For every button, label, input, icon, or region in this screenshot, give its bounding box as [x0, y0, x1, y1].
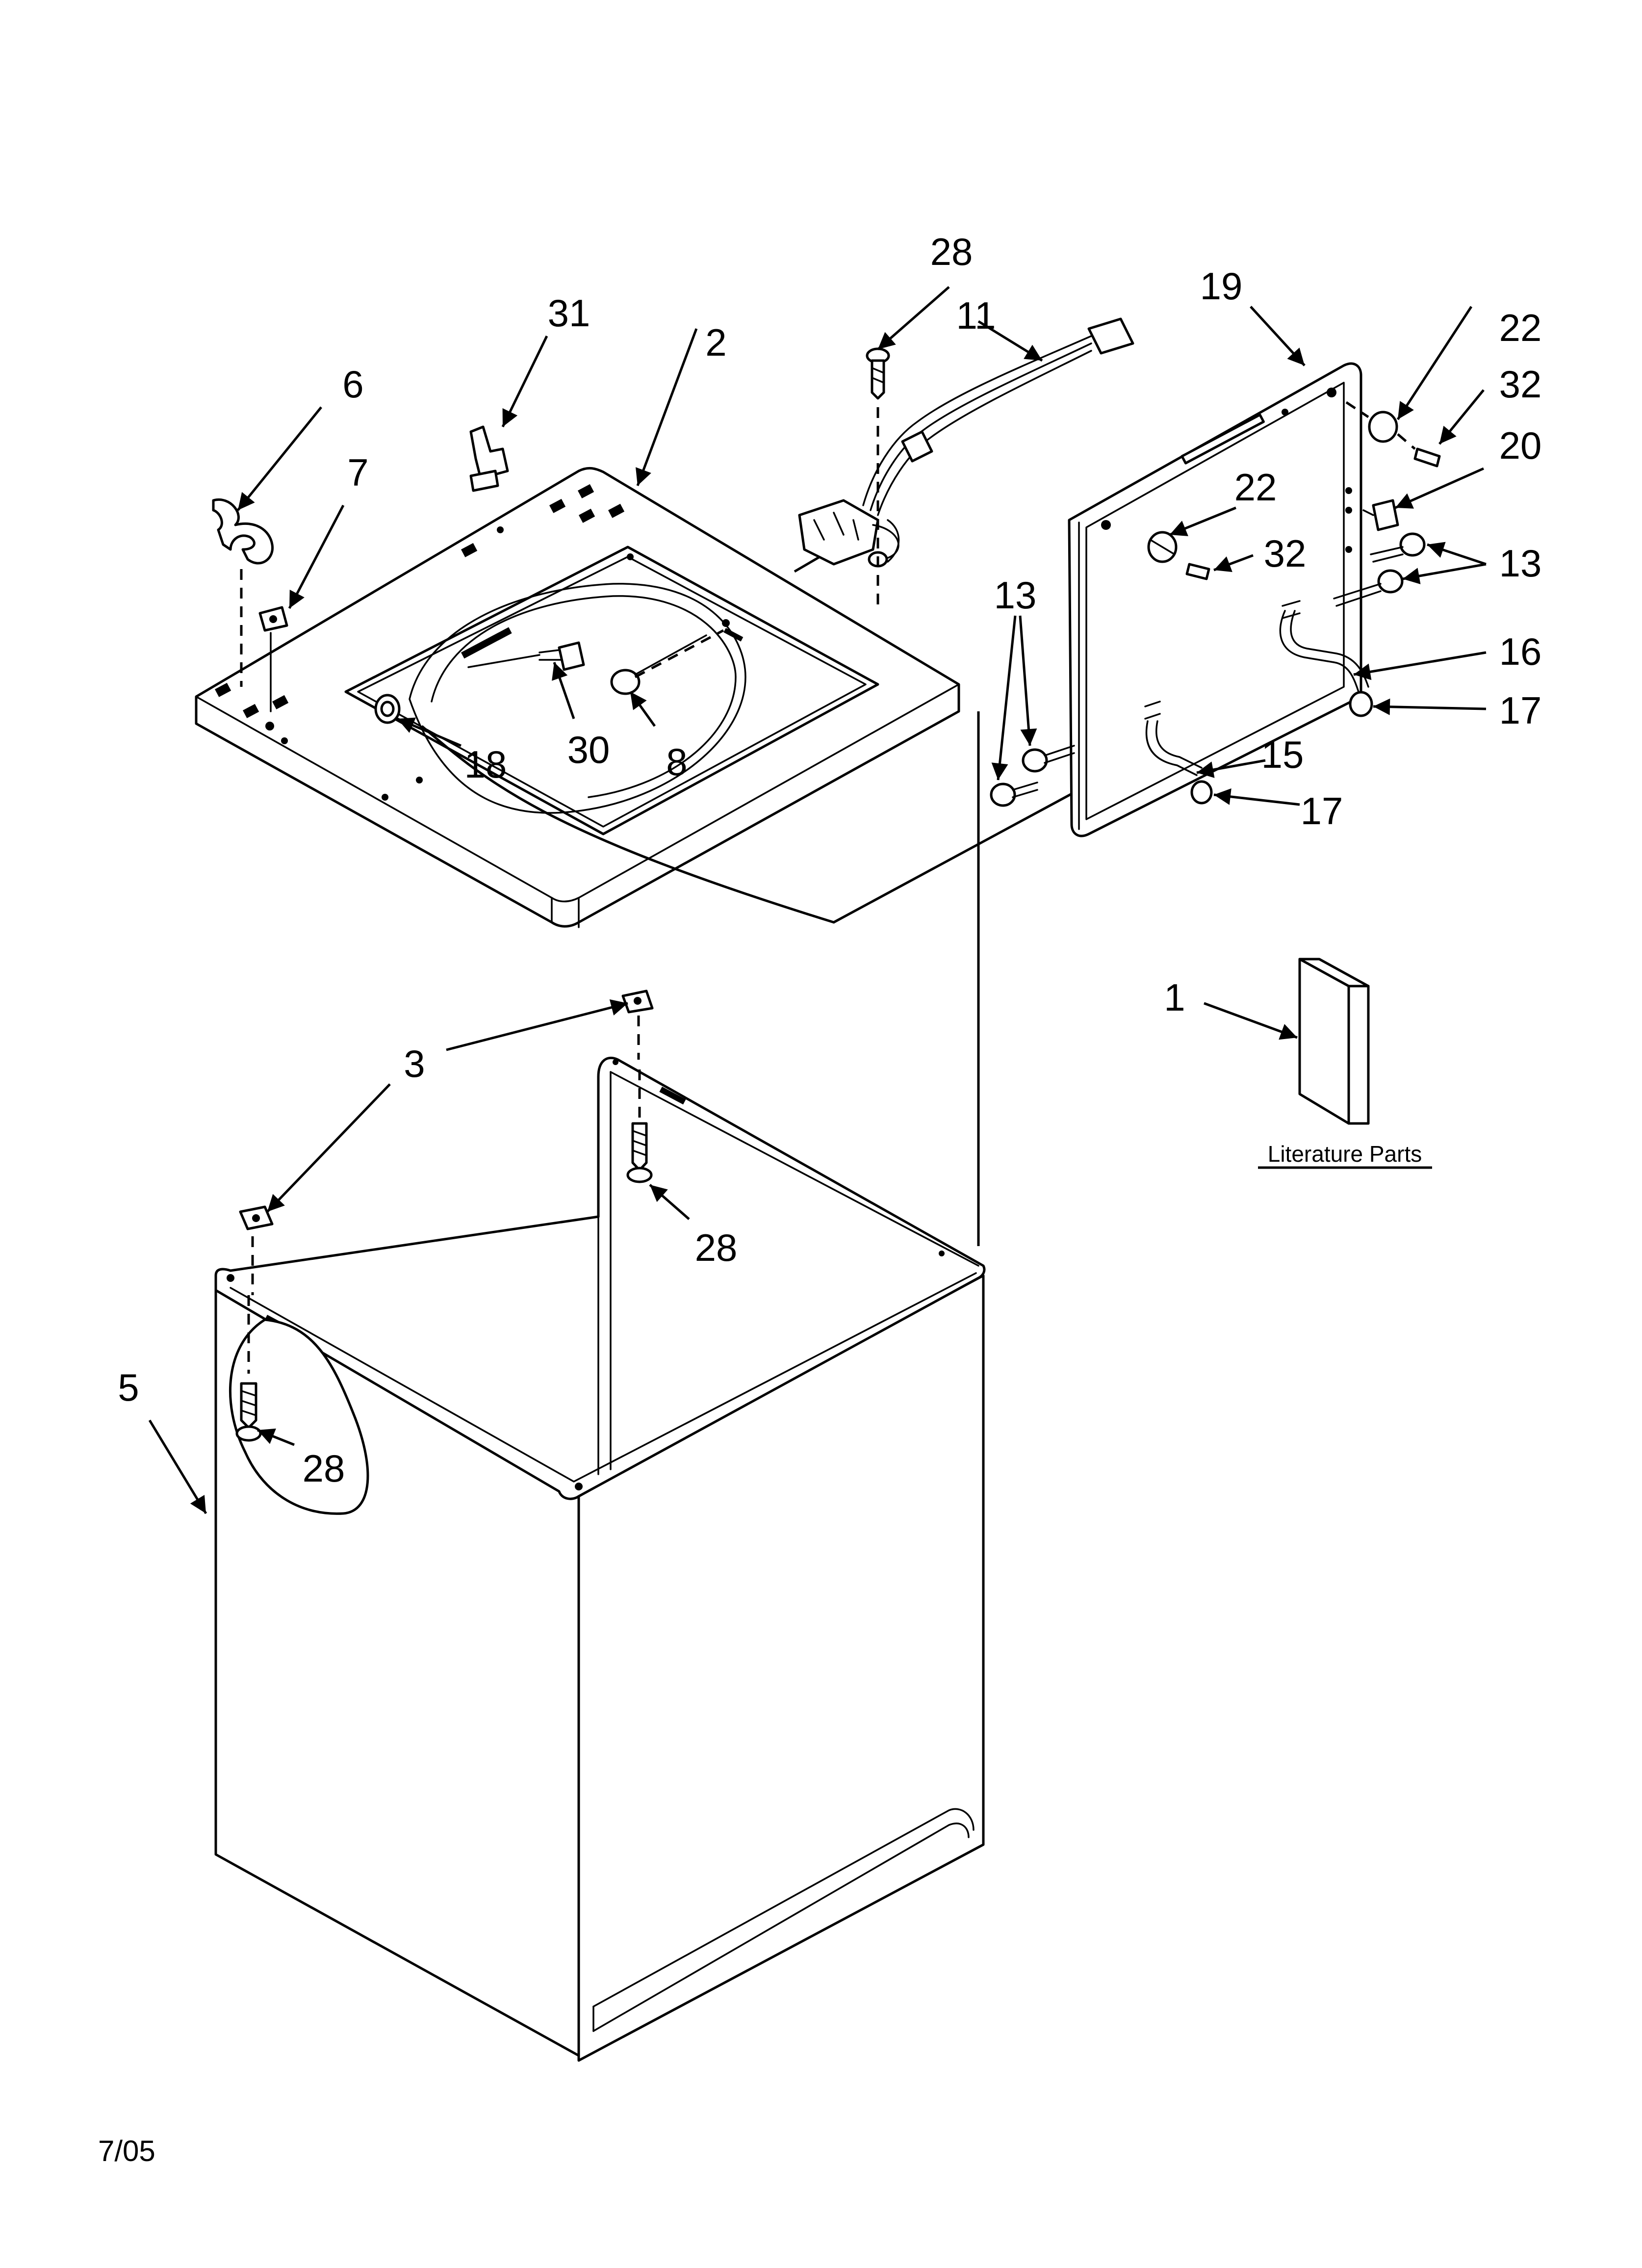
literature-book-icon [1298, 958, 1370, 1125]
clip-icon [258, 606, 288, 632]
callout-2: 2 [705, 321, 726, 364]
screw-icon [626, 1122, 653, 1183]
callout-13: 13 [994, 574, 1037, 617]
clip-icon [212, 498, 274, 565]
literature-parts-label: Literature Parts [1268, 1141, 1422, 1167]
cutaway-detail [229, 1236, 369, 1515]
callout-3: 3 [404, 1042, 425, 1085]
callout-20: 20 [1499, 424, 1542, 467]
screw-icon [1185, 563, 1210, 580]
callout-28: 28 [930, 230, 973, 273]
callout-28: 28 [303, 1447, 345, 1490]
screw-icon [1022, 745, 1075, 773]
washer-top [195, 467, 960, 928]
hose-icon [1144, 701, 1213, 805]
callout-19: 19 [1200, 264, 1243, 308]
callout-28: 28 [695, 1226, 738, 1269]
plug-icon [374, 694, 401, 724]
grommet-icon [1368, 411, 1398, 443]
callout-5: 5 [118, 1366, 139, 1409]
callout-22: 22 [1234, 466, 1277, 509]
callout-8: 8 [666, 740, 687, 783]
clip-icon [469, 425, 509, 492]
screw-icon [610, 634, 707, 695]
screw-icon [866, 347, 890, 400]
wire-harness [798, 317, 1134, 568]
callout-15: 15 [1261, 733, 1304, 776]
callout-16: 16 [1499, 630, 1542, 673]
callout-18: 18 [464, 743, 507, 786]
callout-17: 17 [1301, 789, 1343, 833]
screw-icon [1413, 447, 1441, 468]
screw-icon [1370, 532, 1426, 563]
callout-32: 32 [1499, 363, 1542, 406]
date-code: 7/05 [98, 2135, 155, 2167]
callouts: 28 11 19 22 32 20 22 32 13 13 16 17 15 1… [118, 230, 1541, 1490]
clip-icon [1362, 499, 1399, 531]
callout-22: 22 [1499, 306, 1542, 349]
callout-31: 31 [548, 291, 590, 335]
console-frame [1068, 362, 1362, 837]
screw-icon [1333, 569, 1404, 607]
callout-17: 17 [1499, 689, 1542, 732]
callout-11: 11 [956, 294, 996, 337]
cabinet [214, 1056, 986, 2062]
screw-icon [990, 782, 1038, 807]
callout-30: 30 [567, 728, 610, 771]
screw-icon [235, 1382, 262, 1442]
callout-1: 1 [1164, 976, 1185, 1019]
grommet-icon [1147, 531, 1178, 563]
callout-13: 13 [1499, 542, 1542, 585]
callout-7: 7 [347, 451, 368, 494]
callout-32: 32 [1264, 532, 1307, 575]
clip-icon [621, 990, 654, 1014]
callout-6: 6 [342, 363, 363, 406]
leader-lines [148, 286, 1487, 1514]
clip-icon [239, 1205, 274, 1230]
